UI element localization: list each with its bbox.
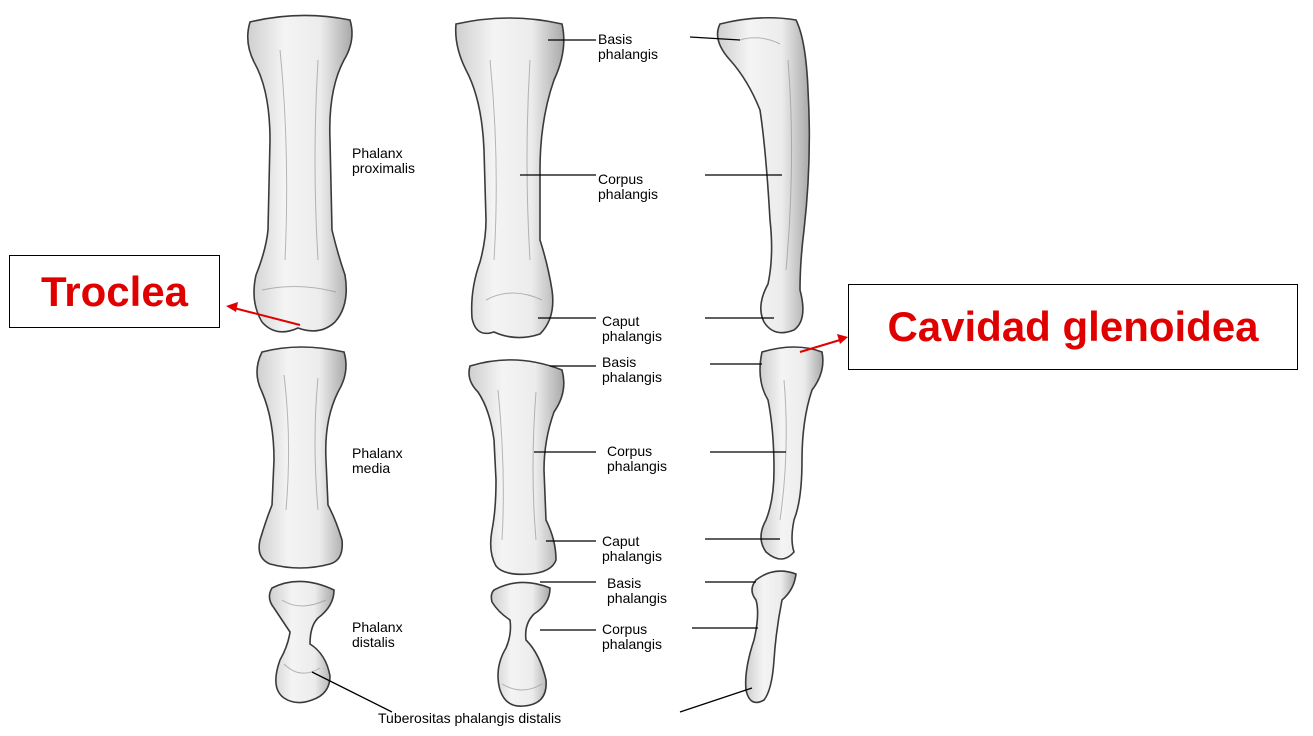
cavidad-glenoidea-callout: Cavidad glenoidea — [848, 284, 1298, 370]
corpus-label-media: Corpus phalangis — [607, 444, 667, 474]
phalanx-proximalis-label: Phalanx proximalis — [352, 146, 415, 176]
phalanx-media-label: Phalanx media — [352, 446, 403, 476]
caput-label-proximal: Caput phalangis — [602, 314, 662, 344]
proximal-phalanx-front — [248, 15, 352, 331]
basis-label-media: Basis phalangis — [602, 355, 662, 385]
corpus-label-proximal: Corpus phalangis — [598, 172, 658, 202]
troclea-callout: Troclea — [9, 255, 220, 328]
basis-label-distal: Basis phalangis — [607, 576, 667, 606]
caput-label-media: Caput phalangis — [602, 534, 662, 564]
corpus-label-distal: Corpus phalangis — [602, 622, 662, 652]
proximal-phalanx-back — [456, 18, 564, 338]
middle-phalanx-front — [257, 347, 346, 568]
distal-phalanx-back — [491, 582, 550, 706]
phalanx-distalis-label: Phalanx distalis — [352, 620, 403, 650]
distal-phalanx-front — [269, 581, 334, 702]
middle-phalanx-back — [469, 360, 564, 574]
tuberositas-label: Tuberositas phalangis distalis — [378, 711, 561, 726]
distal-phalanx-side — [746, 571, 796, 702]
middle-phalanx-side — [760, 347, 823, 559]
basis-label-proximal: Basis phalangis — [598, 32, 658, 62]
